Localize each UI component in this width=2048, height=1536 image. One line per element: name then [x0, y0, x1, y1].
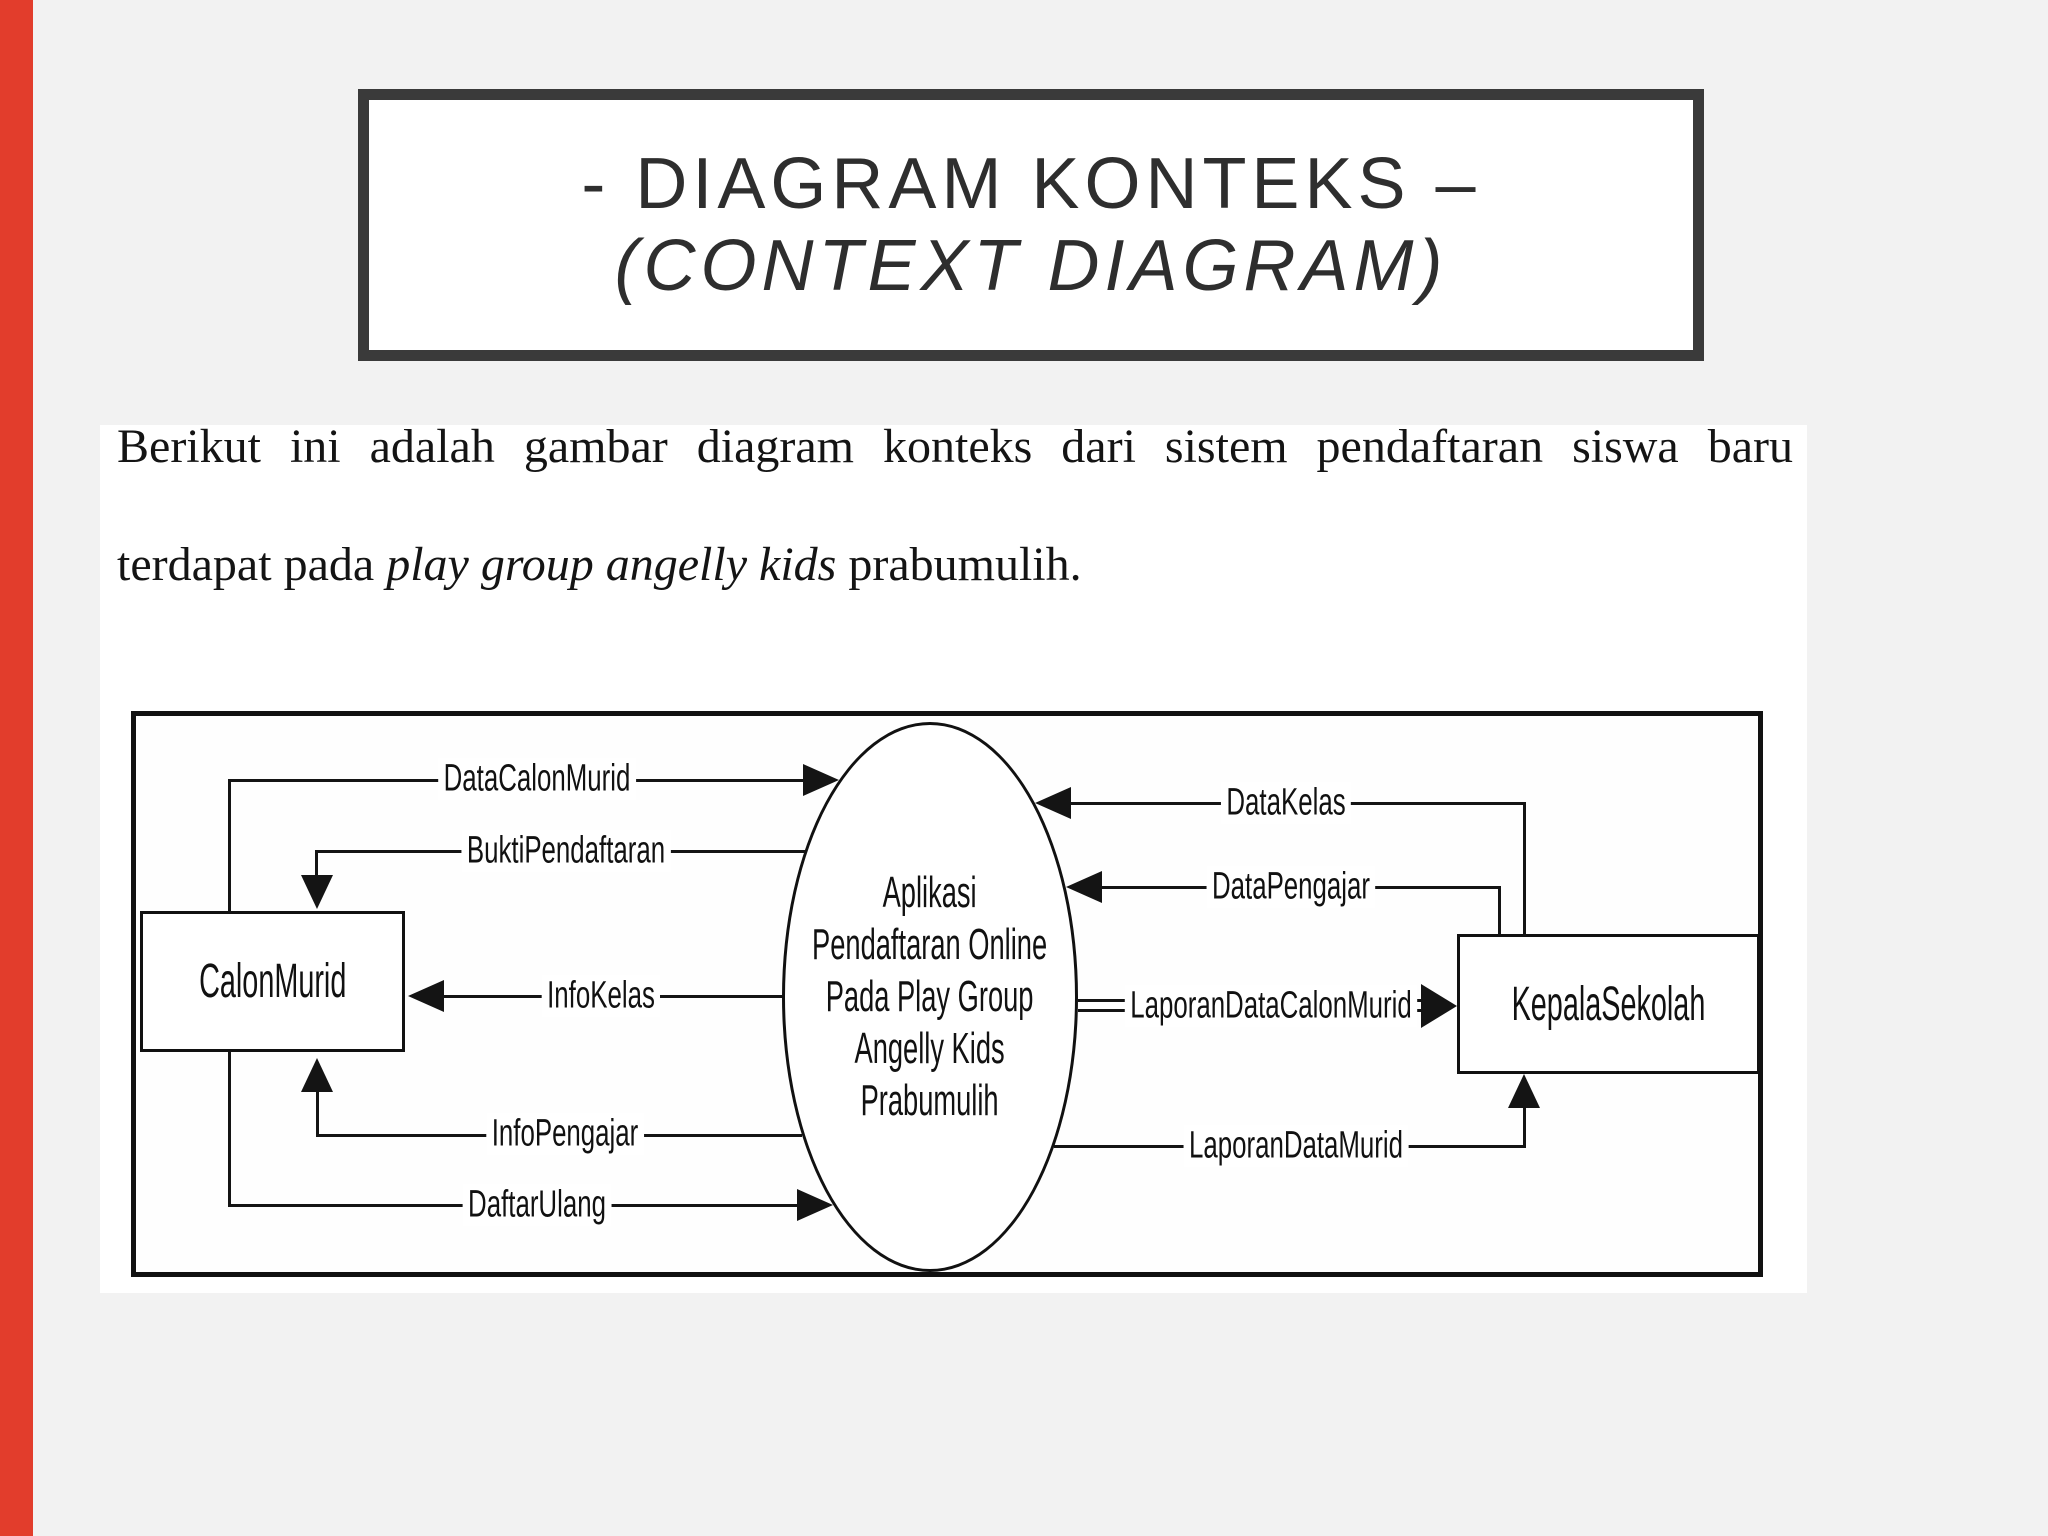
flow-line [228, 1051, 231, 1206]
slide-title-line-1: - DIAGRAM KONTEKS – [581, 144, 1481, 224]
flow-label: DataCalonMurid [438, 757, 636, 801]
arrowhead-right-icon [797, 1189, 833, 1221]
process-label-line: Angelly Kids [854, 1024, 1006, 1073]
flow-line [228, 779, 231, 913]
arrowhead-up-icon [301, 1058, 333, 1092]
process-label: Aplikasi Pendaftaran Online Pada Play Gr… [812, 867, 1047, 1127]
entity-kepala-sekolah-label: KepalaSekolah [1511, 977, 1706, 1031]
arrowhead-up-icon [1508, 1074, 1540, 1108]
content-sheet: Berikut ini adalah gambar diagram kontek… [100, 420, 1807, 1293]
flow-line [316, 1089, 319, 1137]
flow-label: LaporanDataMurid [1183, 1124, 1409, 1168]
arrowhead-right-icon [803, 764, 839, 796]
intro-paragraph: Berikut ini adalah gambar diagram kontek… [117, 388, 1793, 624]
flow-label: DataKelas [1220, 781, 1352, 825]
flow-label: DaftarUlang [462, 1183, 612, 1227]
flow-label: DataPengajar [1206, 865, 1376, 909]
flow-line [315, 850, 318, 882]
title-box: - DIAGRAM KONTEKS – (CONTEXT DIAGRAM) [358, 89, 1704, 361]
flow-label: LaporanDataCalonMurid [1124, 984, 1418, 1028]
process-label-line: Prabumulih [861, 1076, 999, 1125]
slide-title-line-2: (CONTEXT DIAGRAM) [614, 226, 1448, 306]
intro-line-2-pre: terdapat pada [117, 538, 387, 591]
intro-line-1: Berikut ini adalah gambar diagram kontek… [117, 420, 1793, 473]
intro-line-2: terdapat pada play group angelly kids pr… [117, 506, 1793, 624]
flow-line [1523, 1078, 1526, 1147]
intro-line-2-post: prabumulih. [836, 538, 1082, 591]
arrowhead-down-icon [301, 875, 333, 909]
process-ellipse: Aplikasi Pendaftaran Online Pada Play Gr… [782, 722, 1078, 1272]
entity-calon-murid: CalonMurid [140, 911, 405, 1052]
flow-label: InfoPengajar [486, 1112, 644, 1156]
flow-line [1523, 802, 1526, 936]
flow-label: InfoKelas [541, 974, 661, 1018]
process-label-line: Pada Play Group [826, 972, 1034, 1021]
process-label-line: Aplikasi [882, 868, 978, 917]
process-label-line: Pendaftaran Online [812, 920, 1048, 969]
arrowhead-right-icon [1421, 984, 1457, 1028]
entity-kepala-sekolah: KepalaSekolah [1457, 934, 1760, 1074]
left-accent-bar [0, 0, 33, 1536]
intro-line-2-italic: play group angelly kids [386, 538, 837, 591]
entity-calon-murid-label: CalonMurid [198, 955, 347, 1008]
flow-line [1498, 886, 1501, 936]
context-diagram-frame: CalonMurid KepalaSekolah Aplikasi Pendaf… [131, 711, 1763, 1277]
flow-label: BuktiPendaftaran [461, 829, 671, 873]
